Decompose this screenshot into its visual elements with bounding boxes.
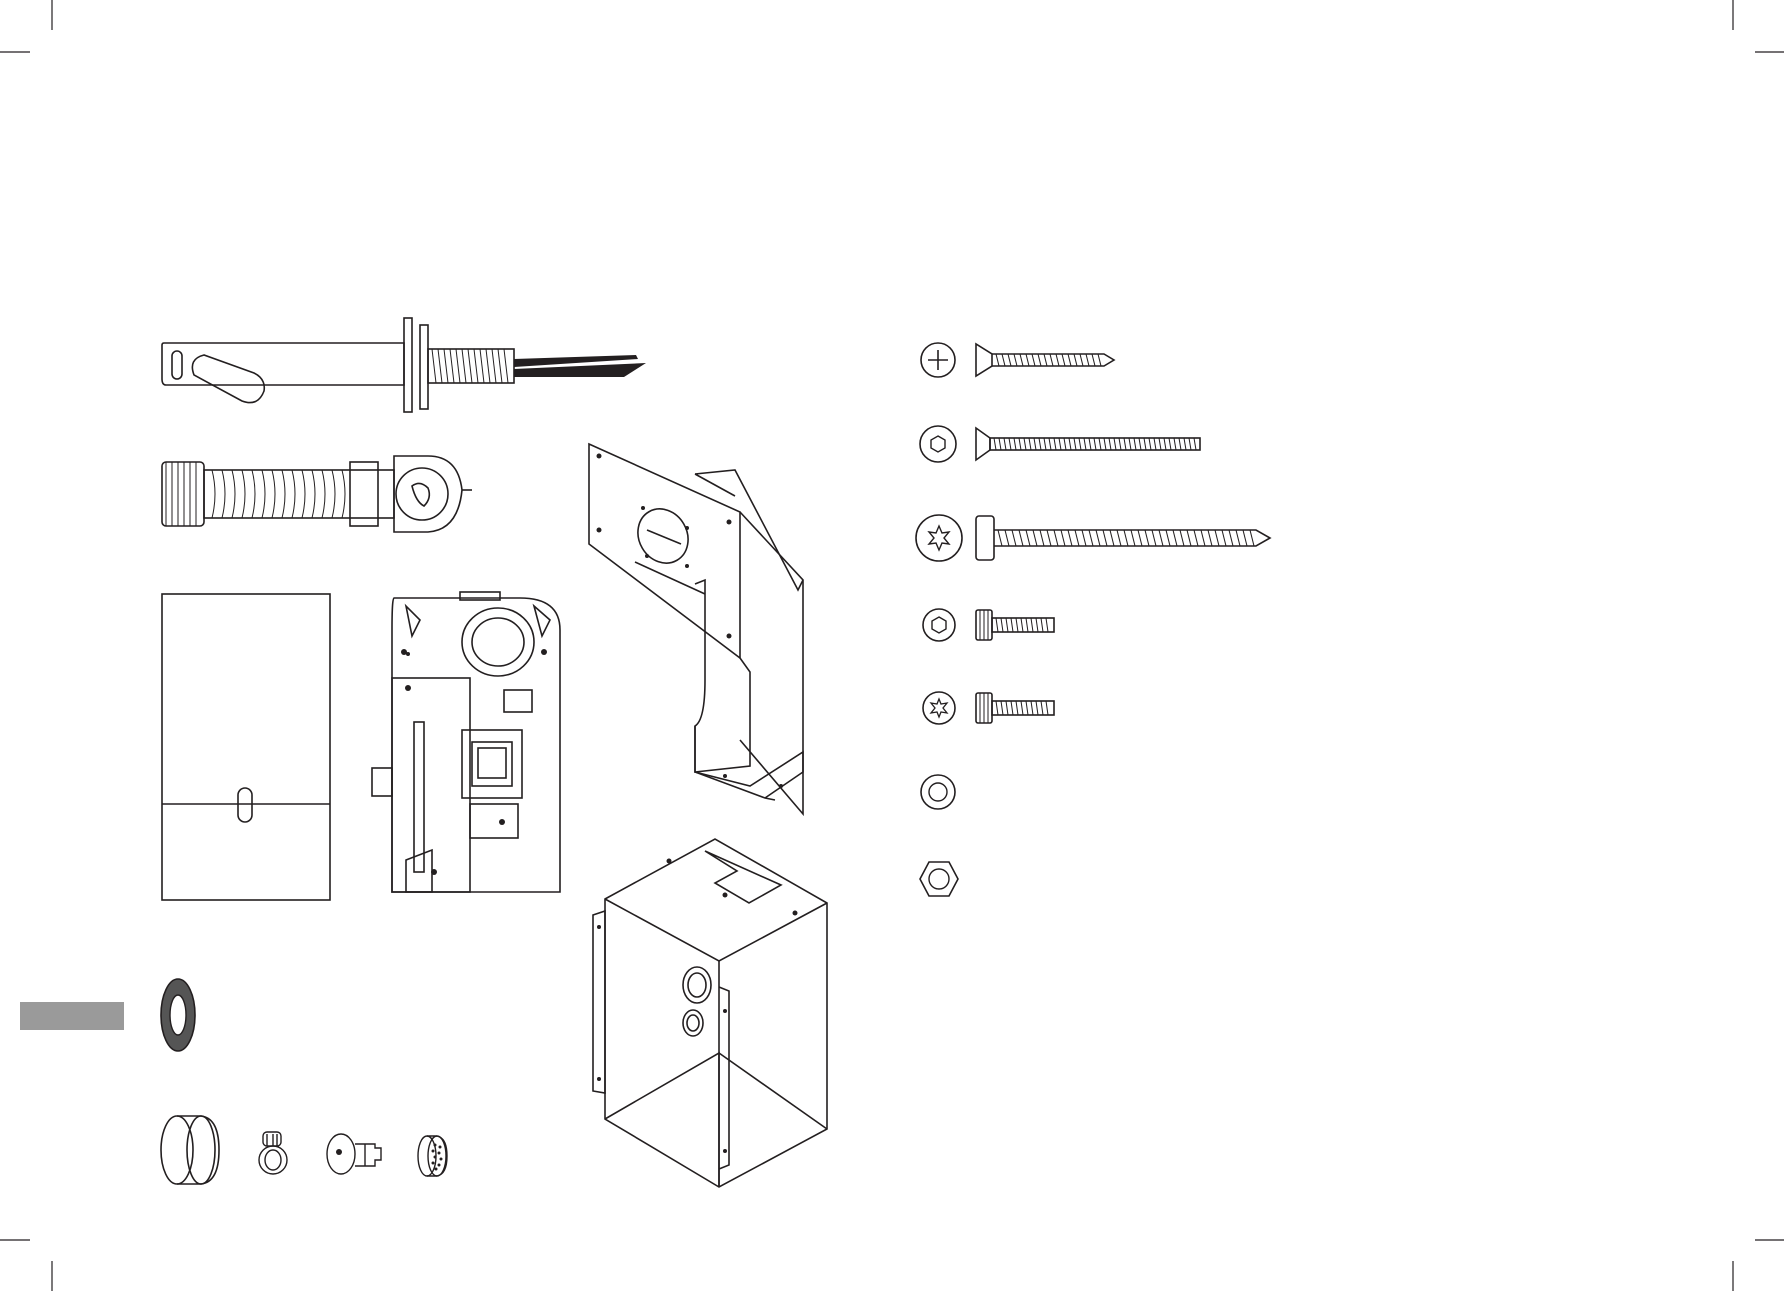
cap-screw-icon: [974, 689, 1058, 727]
faucet-spout-icon: [158, 315, 658, 420]
aerator-icon: [415, 1133, 451, 1179]
rubber-washer-icon: [158, 975, 198, 1055]
control-unit-icon: [372, 590, 562, 900]
pan-head-tapping-screw-icon: [974, 512, 1274, 564]
hex-socket-head-icon: [920, 606, 958, 644]
torx-head-icon: [920, 689, 958, 727]
countersunk-tapping-screw-icon: [974, 340, 1119, 380]
corrugated-hose-icon: [158, 450, 488, 545]
cap-screw-icon: [974, 606, 1058, 644]
mounting-bracket-icon: [585, 440, 815, 820]
washer-icon: [918, 772, 958, 812]
countersunk-machine-screw-icon: [974, 424, 1204, 464]
sleeve-icon: [155, 1110, 225, 1190]
service-key-icon: [325, 1126, 385, 1182]
hex-socket-head-icon: [918, 424, 958, 464]
torx-head-icon: [913, 512, 965, 564]
phillips-head-icon: [918, 340, 958, 380]
section-tab: [20, 1002, 124, 1030]
cover-plate-icon: [160, 592, 332, 902]
hex-nut-icon: [918, 859, 960, 899]
hose-clamp-icon: [255, 1130, 291, 1178]
concealed-box-icon: [585, 835, 835, 1190]
